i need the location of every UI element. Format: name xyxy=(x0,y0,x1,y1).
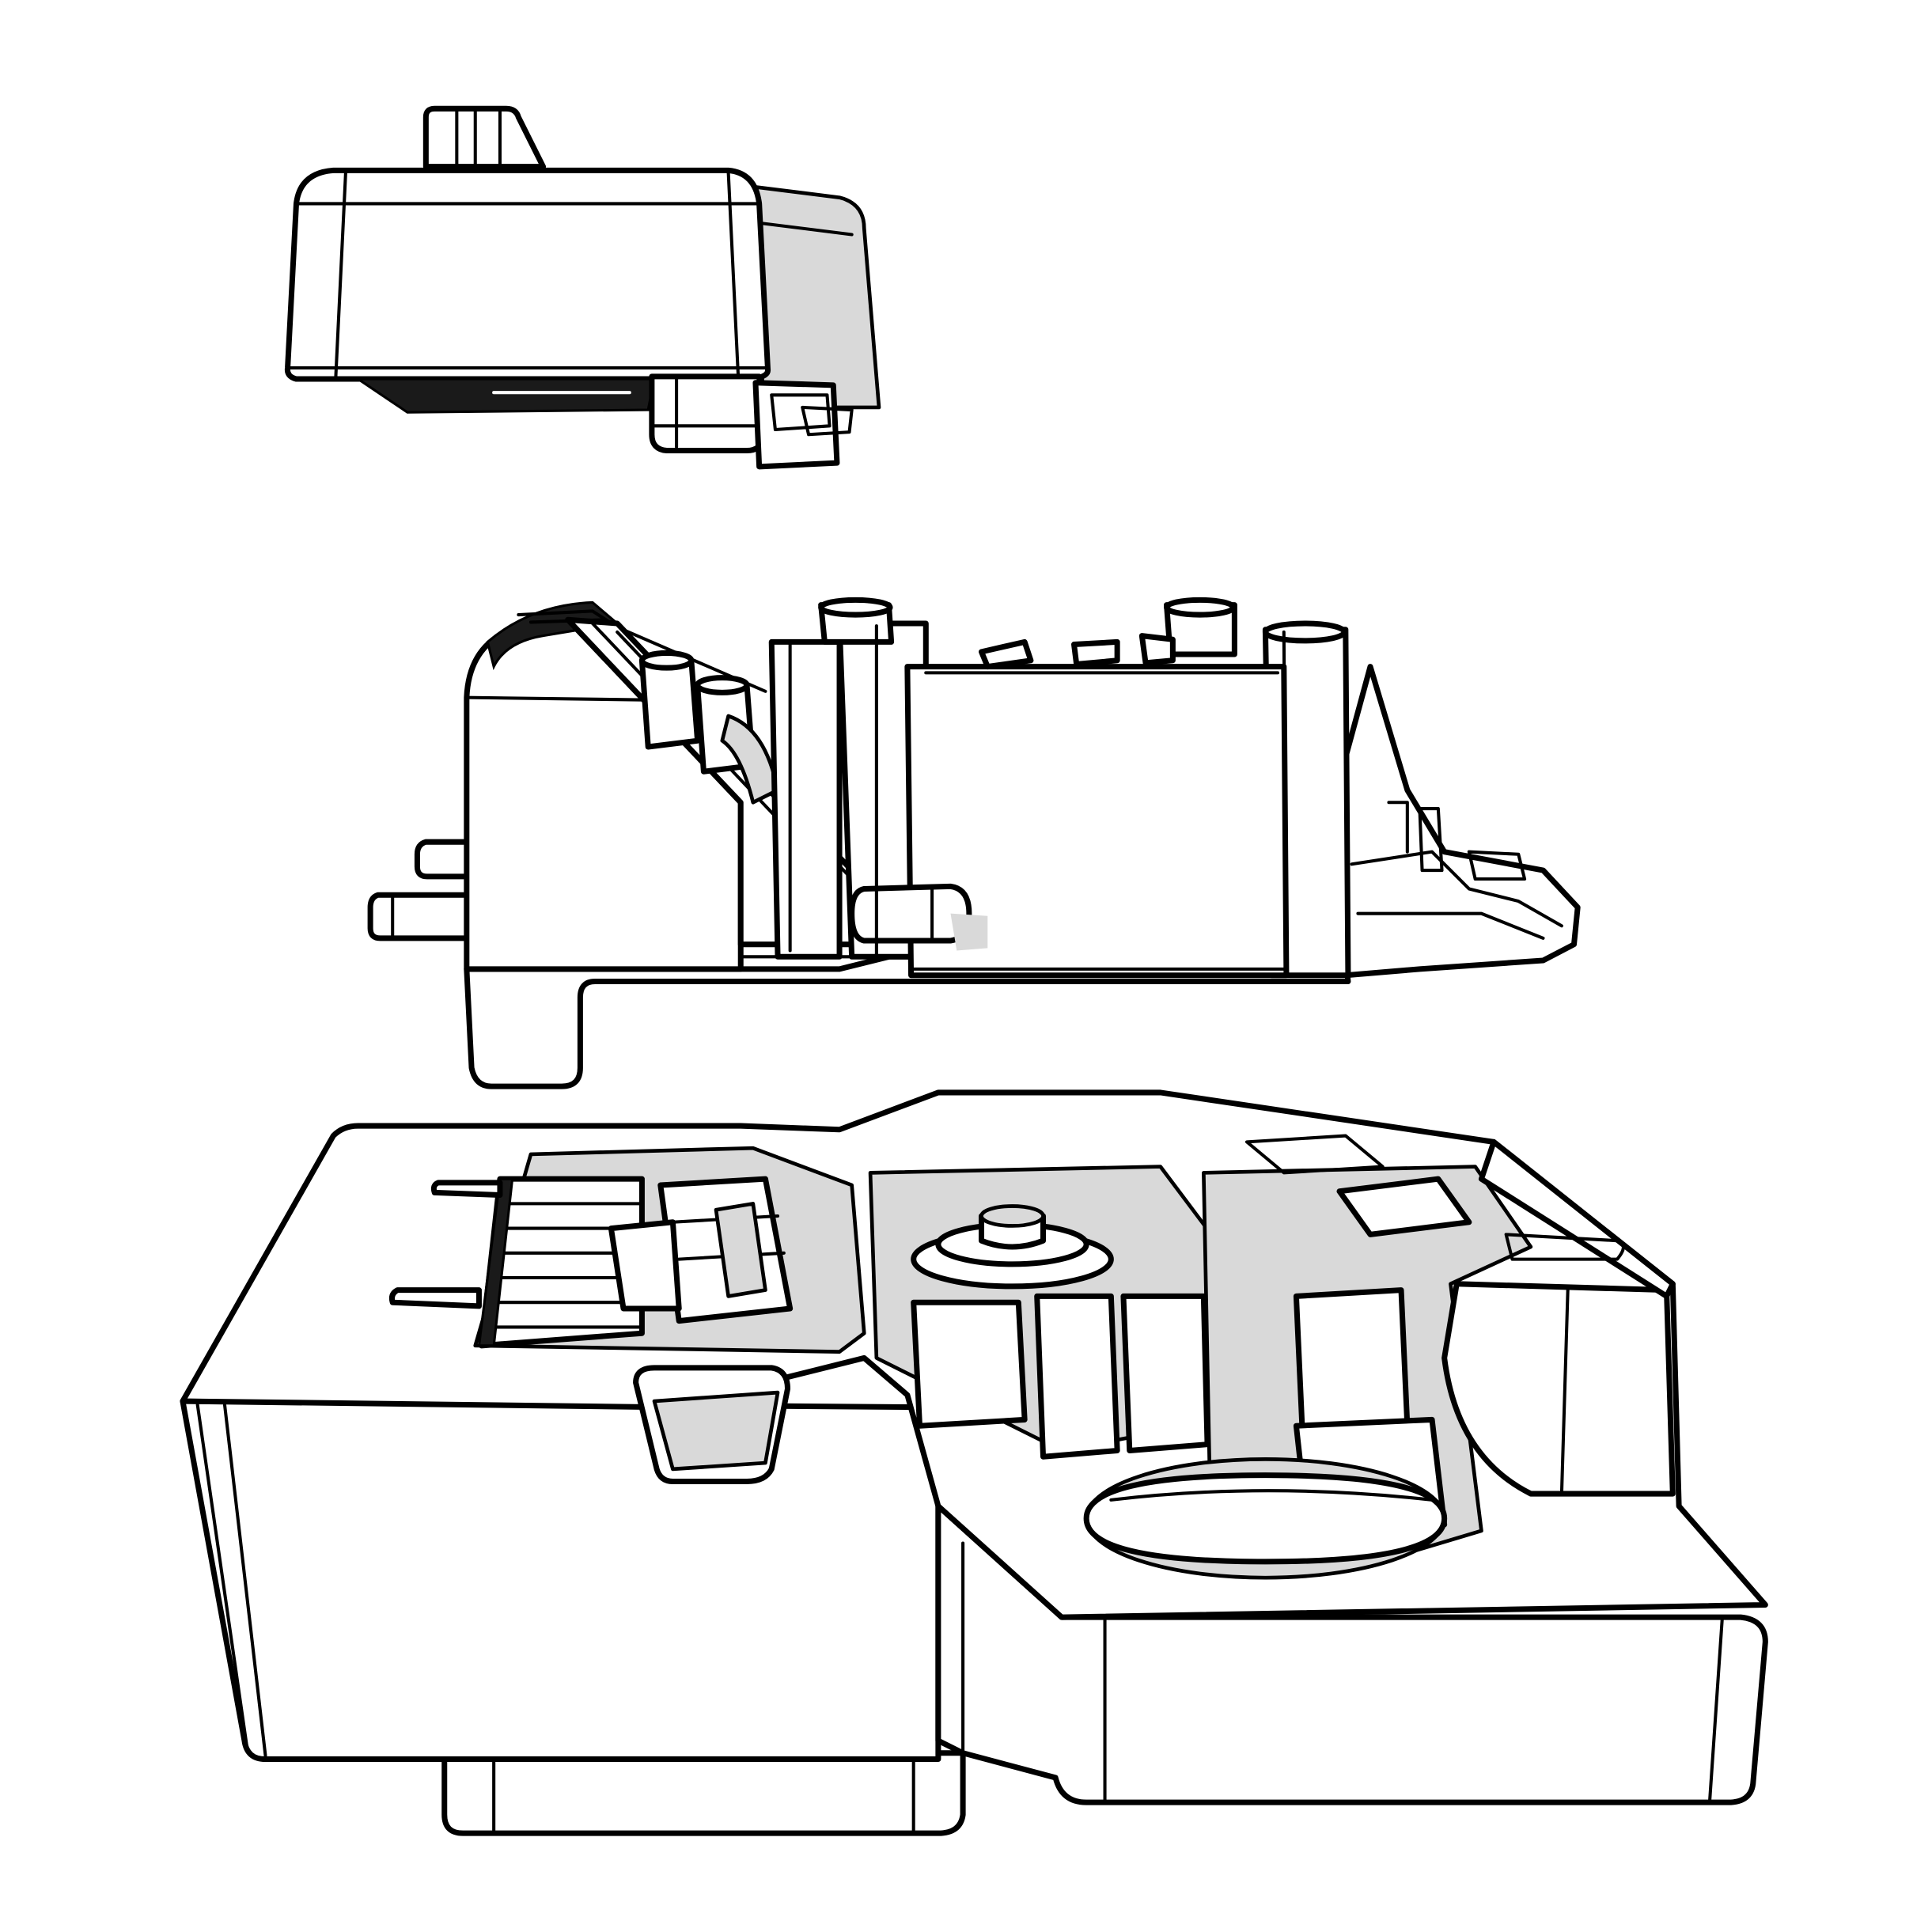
top-cover-knob xyxy=(422,105,547,170)
top-cover-side-flank xyxy=(738,183,881,410)
base-tray-foot xyxy=(441,1750,966,1836)
base-tray-part xyxy=(180,1089,1768,1836)
base-tray-gear xyxy=(911,1204,1114,1290)
top-cover-underside xyxy=(354,377,656,414)
base-tray-pin-lower xyxy=(388,1287,482,1309)
base-tray-disc xyxy=(1083,1457,1448,1580)
top-cover-part xyxy=(284,105,881,470)
base-tray-pillars xyxy=(911,1293,1210,1460)
top-cover-clip xyxy=(752,380,840,470)
top-cover-foot xyxy=(649,373,766,454)
base-tray-right-front xyxy=(935,1503,1768,1805)
base-tray-motor xyxy=(608,1176,794,1324)
top-cover-body xyxy=(284,167,771,382)
base-tray-right-lip xyxy=(1478,1138,1676,1299)
middle-housing-rounded-block xyxy=(464,616,744,972)
middle-housing-posts xyxy=(768,597,1351,979)
base-tray-fins xyxy=(477,1176,645,1349)
base-tray-pin-upper xyxy=(430,1180,503,1198)
middle-housing-part xyxy=(367,597,1581,1089)
base-tray-left-front xyxy=(180,1398,941,1763)
middle-housing-pin xyxy=(849,883,972,944)
middle-housing-left-tab-upper xyxy=(414,839,472,880)
middle-housing-left-tab-lower xyxy=(367,892,472,941)
middle-housing-front-box xyxy=(904,664,1290,979)
middle-housing-right-flange xyxy=(1330,664,1581,979)
